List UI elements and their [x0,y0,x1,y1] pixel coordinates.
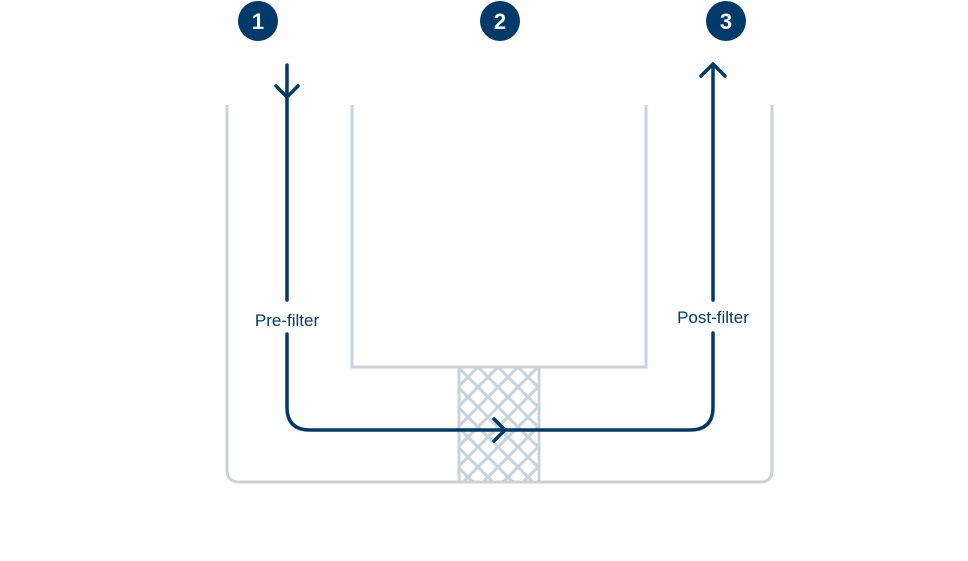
step-2-badge: 2 [480,1,520,41]
step-1-badge: 1 [238,1,278,41]
up-arrow-icon [699,62,727,78]
post-filter-label: Post-filter [677,308,749,327]
right-arrow-icon [492,417,507,443]
step-2-number: 2 [494,9,506,34]
step-3-badge: 3 [706,1,746,41]
step-1-number: 1 [252,9,264,34]
step-3-number: 3 [720,9,732,34]
pre-filter-label: Pre-filter [255,311,320,330]
flow-bottom-line [285,331,715,432]
down-arrow-icon [274,84,300,99]
inner-vessel [350,105,648,369]
